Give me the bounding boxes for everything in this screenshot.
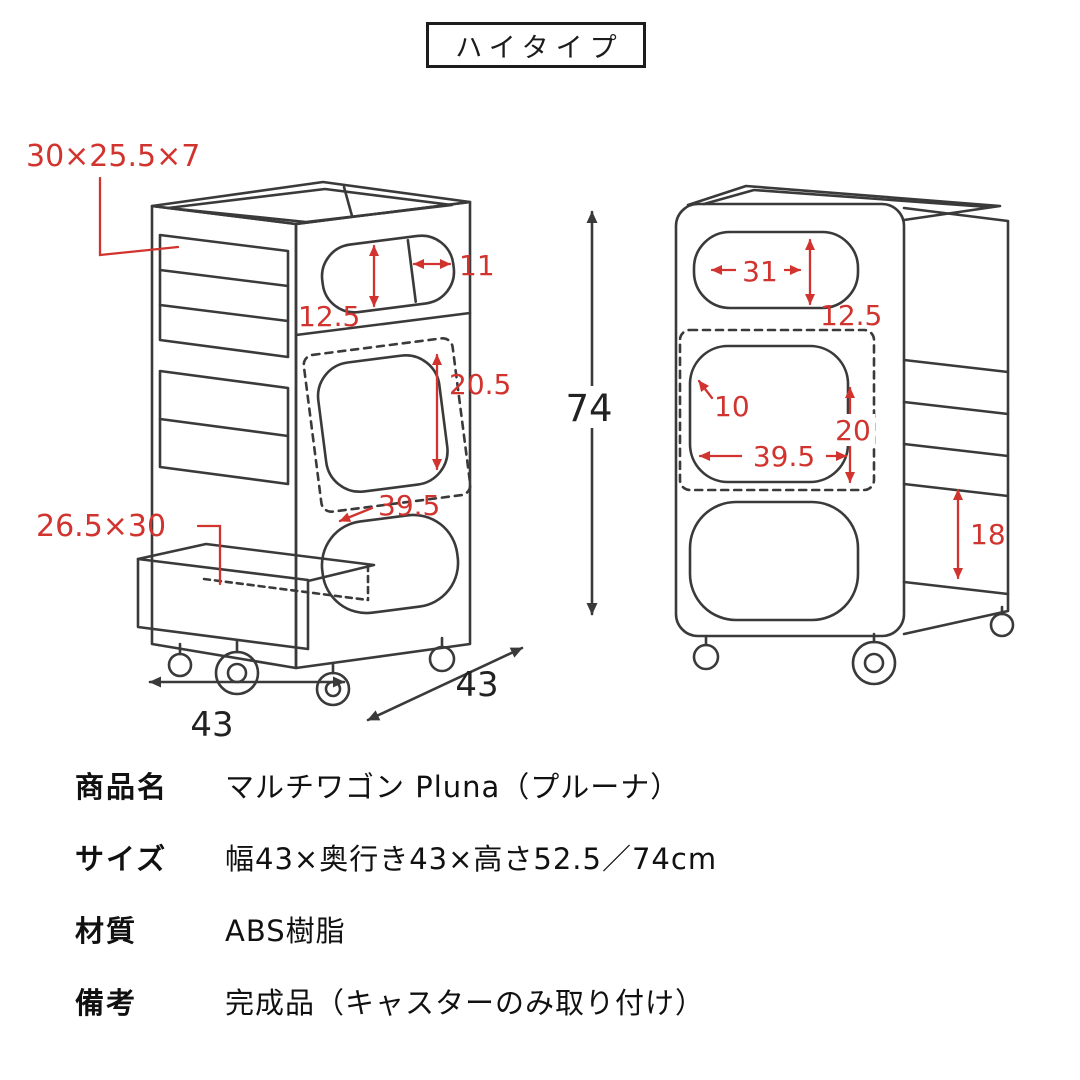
- left-cart-casters: [167, 636, 456, 707]
- caster-icon: [989, 612, 1015, 638]
- dim-overall-depth: 43: [455, 665, 498, 705]
- spec-value: ABS樹脂: [225, 914, 346, 948]
- left-cart-side-face: [150, 204, 298, 670]
- spec-value: 幅43×奥行き43×高さ52.5／74cm: [225, 842, 718, 876]
- right-cart-side-face: [902, 206, 1010, 636]
- spec-label: 備考: [75, 986, 138, 1020]
- left-cart-drawing: [136, 180, 472, 707]
- left-cart-bottom-tray: [136, 542, 376, 651]
- right-cart-side-slats: [902, 358, 1010, 498]
- right-cart-casters: [692, 605, 1015, 686]
- left-cart-dimensions-black: [148, 210, 598, 722]
- left-cart-drawer-stack-top: [158, 233, 290, 359]
- type-badge-label: ハイタイプ: [455, 32, 624, 64]
- spec-value: マルチワゴン Pluna（プルーナ）: [225, 770, 681, 804]
- caster-icon: [692, 643, 720, 671]
- left-cart-dimensions-red: [98, 176, 452, 586]
- spec-row-size: サイズ 幅43×奥行き43×高さ52.5／74cm: [75, 836, 1015, 878]
- drawer-size-leader: [98, 176, 180, 257]
- dim-middle-width: 39.5: [753, 440, 815, 473]
- right-cart-dimension-labels: 31 12.5 10 20 39.5 18: [714, 254, 1006, 551]
- caster-icon: [851, 640, 897, 686]
- right-cart-drawing: [674, 184, 1015, 686]
- spec-row-notes: 備考 完成品（キャスターのみ取り付け）: [75, 980, 1015, 1022]
- dim-top-slot-width: 11: [459, 249, 495, 282]
- tray-size-leader: [196, 524, 222, 586]
- spec-label: 商品名: [75, 770, 169, 804]
- dimension-diagram: 30×25.5×7 12.5 11 20.5 39.5 26.5×30 74 4…: [26, 139, 1015, 745]
- right-cart-bottom-opening: [688, 500, 860, 622]
- left-cart-dimension-labels: 30×25.5×7 12.5 11 20.5 39.5 26.5×30: [26, 139, 511, 544]
- right-cart-top-slot: [692, 230, 860, 310]
- left-cart-top-slot: [320, 234, 456, 314]
- overall-depth-arrow: [366, 646, 524, 722]
- right-cart-front-face: [674, 202, 906, 638]
- spec-value: 完成品（キャスターのみ取り付け）: [225, 986, 706, 1020]
- spec-label: サイズ: [75, 842, 168, 876]
- dim-drawer-size: 30×25.5×7: [26, 139, 200, 174]
- spec-row-material: 材質 ABS樹脂: [75, 908, 1015, 950]
- caster-icon: [428, 645, 456, 673]
- caster-icon: [167, 652, 193, 678]
- dim-top-slot-height: 12.5: [298, 300, 360, 333]
- dim-slot-height: 12.5: [820, 299, 882, 332]
- spec-row-product-name: 商品名 マルチワゴン Pluna（プルーナ）: [75, 764, 1015, 806]
- dim-overall-width: 43: [190, 705, 233, 745]
- type-badge: ハイタイプ: [426, 22, 646, 68]
- dim-middle-height: 20: [835, 414, 871, 447]
- right-cart-side-tray-rim: [902, 580, 1010, 596]
- left-cart-shelf-line: [294, 311, 472, 337]
- middle-depth-arrow: [338, 506, 374, 523]
- caster-icon: [315, 671, 351, 707]
- left-cart-front-face: [294, 200, 472, 670]
- left-cart-drawer-stack-middle: [158, 369, 290, 486]
- spec-label: 材質: [75, 914, 138, 948]
- right-cart-middle-dashed: [678, 328, 876, 492]
- dim-middle-height: 20.5: [449, 368, 511, 401]
- spec-table: 商品名 マルチワゴン Pluna（プルーナ） サイズ 幅43×奥行き43×高さ5…: [75, 764, 1015, 1052]
- dim-slot-width: 31: [742, 255, 778, 288]
- left-cart-bottom-opening: [320, 513, 460, 615]
- right-cart-top-rim: [702, 188, 990, 209]
- left-cart-middle-opening: [302, 337, 472, 513]
- left-cart-black-labels: 74 43 43: [190, 386, 618, 745]
- left-cart-top-divider: [342, 185, 354, 218]
- dim-tray-size: 26.5×30: [36, 509, 166, 544]
- dim-overall-height: 74: [565, 387, 612, 430]
- dim-middle-depth: 39.5: [378, 489, 440, 522]
- dim-edge-width: 10: [714, 390, 750, 423]
- edge-width-arrow: [697, 379, 714, 400]
- dim-side-tray-height: 18: [970, 518, 1006, 551]
